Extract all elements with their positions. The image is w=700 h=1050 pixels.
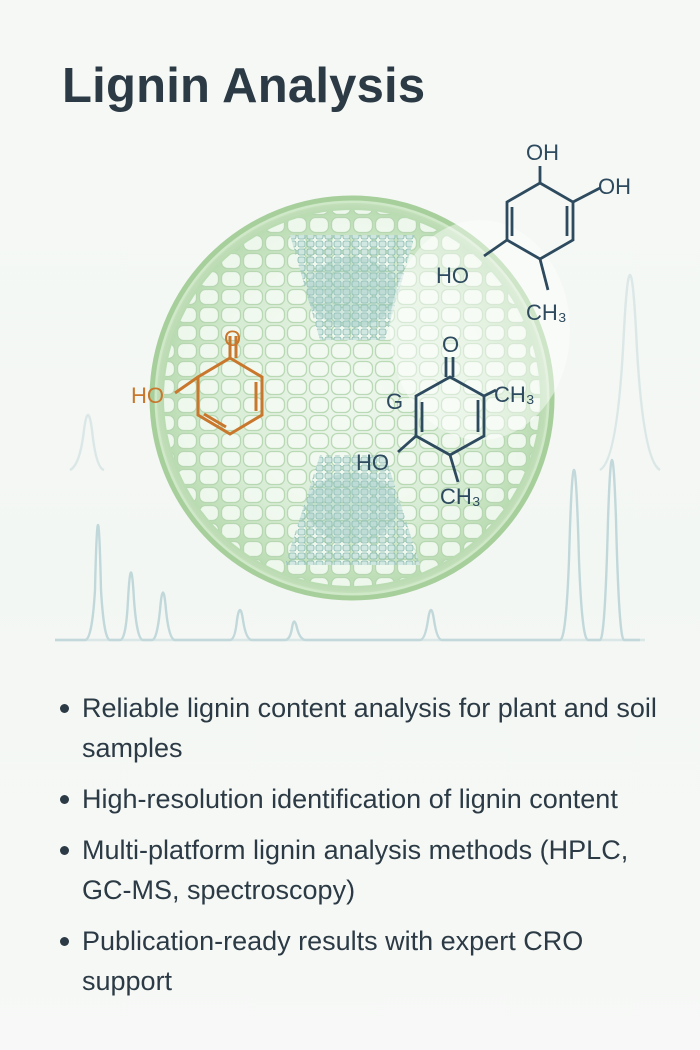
top-ch3-label: CH₃ — [526, 300, 567, 325]
feature-text: Publication-ready results with expert CR… — [82, 926, 584, 996]
feature-text: High-resolution identification of lignin… — [82, 784, 618, 814]
list-item: Reliable lignin content analysis for pla… — [60, 688, 672, 768]
middle-o-label: O — [442, 332, 459, 357]
chromatogram-background — [55, 274, 661, 642]
list-item: High-resolution identification of lignin… — [60, 779, 672, 819]
feature-text: Multi-platform lignin analysis methods (… — [82, 835, 629, 905]
feature-list: Reliable lignin content analysis for pla… — [60, 688, 672, 1012]
orange-ho-label: HO — [131, 383, 164, 408]
page-title: Lignin Analysis — [62, 59, 426, 113]
right-oh-label: OH — [598, 174, 631, 199]
bullet-icon — [60, 846, 69, 855]
middle-g-label: G — [386, 389, 403, 414]
bullet-icon — [60, 795, 69, 804]
hero-illustration: O HO OH OH HO CH₃ O G CH₃ H — [0, 140, 700, 670]
middle-ho-label: HO — [356, 450, 389, 475]
middle-ch3-label: CH₃ — [494, 382, 535, 407]
middle-ch3-bottom-label: CH₃ — [440, 484, 481, 509]
top-right-molecule — [483, 166, 601, 291]
orange-o-label: O — [224, 326, 241, 351]
feature-text: Reliable lignin content analysis for pla… — [82, 693, 657, 763]
list-item: Publication-ready results with expert CR… — [60, 921, 672, 1001]
orange-molecule — [174, 336, 264, 436]
bullet-icon — [60, 704, 69, 713]
top-ho-label: HO — [436, 263, 469, 288]
list-item: Multi-platform lignin analysis methods (… — [60, 830, 672, 910]
stem-cross-section — [149, 195, 570, 601]
bullet-icon — [60, 937, 69, 946]
middle-right-molecule — [397, 357, 497, 483]
top-oh-label: OH — [526, 140, 559, 165]
